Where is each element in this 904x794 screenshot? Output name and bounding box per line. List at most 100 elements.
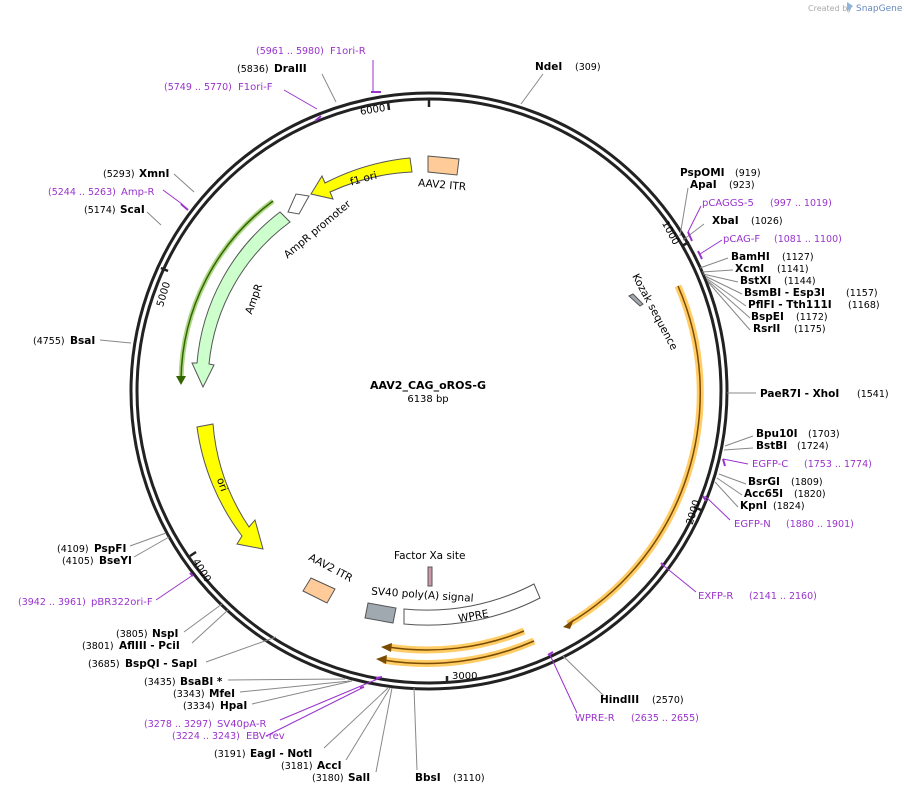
primer-ebv-rev[interactable]: EBV-rev [246, 731, 285, 742]
snapgene-logo-icon [847, 2, 853, 12]
tick-label-3000: 3000 [452, 671, 477, 682]
enzyme-acc65i-pos: (1820) [794, 489, 826, 500]
enzyme-kpni[interactable]: KpnI [740, 500, 767, 512]
enzyme-paer7i-xhoi[interactable]: PaeR7I - XhoI [760, 388, 839, 400]
enzyme-bsrgi[interactable]: BsrGI [748, 476, 780, 488]
primer-sv40pa-r[interactable]: SV40pA-R [217, 719, 266, 730]
enzyme-pspomi[interactable]: PspOMI [680, 167, 725, 179]
enzyme-bspqi-sapi[interactable]: BspQI - SapI [125, 658, 197, 670]
tick-marks [160, 99, 702, 683]
enzyme-pflfi-tth111i-pos: (1168) [848, 300, 880, 311]
ori-feature[interactable] [196, 423, 264, 550]
primer-egfp-n[interactable]: EGFP-N [734, 519, 771, 530]
enzyme-apai[interactable]: ApaI [690, 179, 717, 191]
enzyme-bsabi[interactable]: BsaBI * [180, 676, 223, 688]
enzyme-bsrgi-pos: (1809) [791, 477, 823, 488]
ampr-promoter-feature[interactable] [287, 193, 310, 215]
primer-wpre-r[interactable]: WPRE-R [575, 713, 615, 724]
enzyme-afliii-pcii[interactable]: AflIII - PciI [119, 640, 180, 652]
enzyme-mfei[interactable]: MfeI [209, 688, 235, 700]
enzyme-ndei-pos: (309) [575, 62, 601, 73]
aav2-itr-top-label: AAV2 ITR [418, 177, 467, 193]
enzyme-bsmbi-esp3i[interactable]: BsmBI - Esp3I [744, 287, 825, 299]
enzyme-bsai[interactable]: BsaI [70, 335, 95, 347]
enzyme-bseyi-pos: (4105) [62, 556, 94, 567]
primer-sv40pa-r-pos: (3278 .. 3297) [144, 719, 212, 730]
enzyme-pflfi-tth111i[interactable]: PflFI - Tth111I [748, 299, 832, 311]
primer-f1ori-r[interactable]: F1ori-R [330, 46, 366, 57]
enzyme-bstxi[interactable]: BstXI [740, 275, 771, 287]
enzyme-xmni[interactable]: XmnI [139, 168, 169, 180]
sv40-polya-feature[interactable] [364, 602, 397, 624]
enzyme-eagi-noti[interactable]: EagI - NotI [250, 748, 312, 760]
cds-main-feature[interactable] [563, 284, 704, 629]
ori-label: ori [214, 476, 230, 493]
enzyme-eagi-noti-pos: (3191) [214, 749, 246, 760]
enzyme-hpai[interactable]: HpaI [220, 700, 247, 712]
primer-egfp-c[interactable]: EGFP-C [752, 459, 788, 470]
enzyme-scai[interactable]: ScaI [120, 204, 145, 216]
enzyme-bstbi[interactable]: BstBI [756, 440, 787, 452]
enzyme-sali[interactable]: SalI [348, 772, 370, 784]
enzyme-apai-pos: (923) [729, 180, 755, 191]
primer-pcaggs-5-pos: (997 .. 1019) [770, 198, 832, 209]
primer-leader-lines [155, 60, 749, 737]
primer-marks [180, 91, 726, 689]
enzyme-pspfi-pos: (4109) [57, 544, 89, 555]
cds-second-feature[interactable] [381, 627, 526, 654]
primer-pcaggs-5[interactable]: pCAGGS-5 [702, 198, 754, 209]
enzyme-acci-pos: (3181) [281, 761, 313, 772]
f1-ori-feature[interactable] [310, 157, 413, 200]
enzyme-ndei[interactable]: NdeI [535, 61, 562, 73]
ampr-feature[interactable] [191, 211, 291, 389]
enzyme-acc65i[interactable]: Acc65I [744, 488, 783, 500]
enzyme-bpu10i[interactable]: Bpu10I [756, 428, 798, 440]
primer-pcag-f[interactable]: pCAG-F [723, 234, 760, 245]
kozak-label: Kozak sequence [629, 272, 679, 352]
enzyme-sali-pos: (3180) [312, 773, 344, 784]
enzyme-xbai[interactable]: XbaI [712, 215, 739, 227]
enzyme-kpni-pos: (1824) [773, 501, 805, 512]
enzyme-draiii[interactable]: DraIII [274, 63, 307, 75]
enzyme-bseyi[interactable]: BseYI [99, 555, 132, 567]
enzyme-leader-lines [99, 73, 756, 773]
enzyme-bbsi-pos: (3110) [453, 773, 485, 784]
enzyme-bspei[interactable]: BspEI [751, 311, 784, 323]
enzyme-xbai-pos: (1026) [751, 216, 783, 227]
enzyme-acci[interactable]: AccI [317, 760, 341, 772]
primer-amp-r[interactable]: Amp-R [121, 187, 155, 198]
tick-label-1000: 1000 [659, 219, 681, 247]
primer-egfp-c-pos: (1753 .. 1774) [804, 459, 872, 470]
primer-pbr322ori-f-pos: (3942 .. 3961) [18, 597, 86, 608]
enzyme-rsrii[interactable]: RsrII [753, 323, 780, 335]
sv40-polya-label: SV40 poly(A) signal [371, 586, 474, 605]
primer-amp-r-pos: (5244 .. 5263) [48, 187, 116, 198]
tick-label-4000: 4000 [190, 557, 213, 584]
aav2-itr-top-feature[interactable] [427, 155, 460, 176]
enzyme-xcmi-pos: (1141) [777, 264, 809, 275]
tick-label-6000: 6000 [359, 103, 386, 118]
enzyme-xcmi[interactable]: XcmI [735, 263, 764, 275]
primer-f1ori-f[interactable]: F1ori-F [238, 82, 273, 93]
kozak-feature[interactable] [628, 293, 644, 307]
plasmid-size: 6138 bp [407, 394, 448, 405]
enzyme-bsmbi-esp3i-pos: (1157) [846, 288, 878, 299]
enzyme-pspfi[interactable]: PspFI [94, 543, 126, 555]
primer-f1ori-f-pos: (5749 .. 5770) [164, 82, 232, 93]
primer-exfp-r[interactable]: EXFP-R [698, 591, 733, 602]
aav2-itr-bottom-feature[interactable] [302, 577, 336, 604]
primer-pbr322ori-f[interactable]: pBR322ori-F [91, 597, 153, 608]
enzyme-bbsi[interactable]: BbsI [415, 772, 441, 784]
enzyme-xmni-pos: (5293) [103, 169, 135, 180]
wpre-feature[interactable] [403, 583, 541, 626]
enzyme-bspei-pos: (1172) [796, 312, 828, 323]
factor-xa-feature[interactable] [427, 566, 433, 587]
enzyme-scai-pos: (5174) [84, 205, 116, 216]
enzyme-nspi-pos: (3805) [116, 629, 148, 640]
primer-egfp-n-pos: (1880 .. 1901) [786, 519, 854, 530]
enzyme-nspi[interactable]: NspI [152, 628, 178, 640]
cds-third-feature[interactable] [376, 637, 536, 667]
enzyme-bamhi[interactable]: BamHI [731, 251, 770, 263]
enzyme-hindiii[interactable]: HindIII [600, 694, 639, 706]
enzyme-bstbi-pos: (1724) [797, 441, 829, 452]
